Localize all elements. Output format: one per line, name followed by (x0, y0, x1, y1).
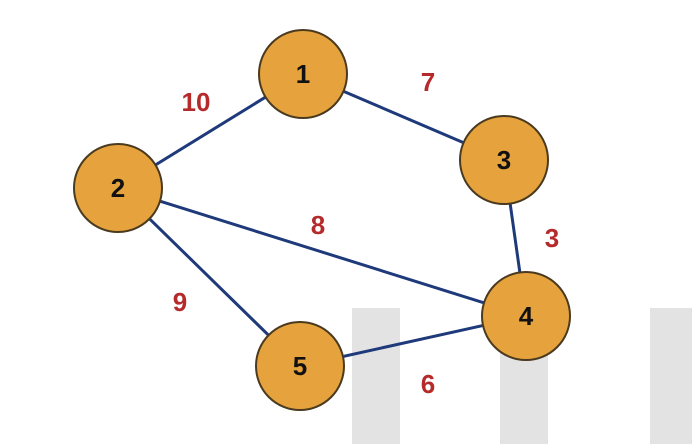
background-bar (352, 308, 400, 444)
node-label-3: 3 (497, 145, 511, 175)
node-label-2: 2 (111, 173, 125, 203)
background-bar (650, 308, 692, 444)
edge-2-4 (116, 186, 528, 318)
node-4: 4 (481, 271, 571, 361)
weights-layer: 10 7 8 3 9 6 (173, 67, 559, 399)
node-circle-2 (73, 143, 163, 233)
node-2: 2 (73, 143, 163, 233)
node-3: 3 (459, 115, 549, 205)
node-label-1: 1 (296, 59, 310, 89)
node-5: 5 (255, 321, 345, 411)
node-label-4: 4 (519, 301, 534, 331)
nodes-layer: 1 2 3 4 5 (73, 29, 571, 411)
node-1: 1 (258, 29, 348, 119)
node-circle-3 (459, 115, 549, 205)
edge-weight-5-4: 6 (421, 369, 435, 399)
node-circle-5 (255, 321, 345, 411)
node-label-5: 5 (293, 351, 307, 381)
node-circle-1 (258, 29, 348, 119)
edge-weight-1-3: 7 (421, 67, 435, 97)
edge-weight-3-4: 3 (545, 223, 559, 253)
node-circle-4 (481, 271, 571, 361)
edge-weight-2-5: 9 (173, 287, 187, 317)
edge-weight-2-4: 8 (311, 210, 325, 240)
edge-weight-2-1: 10 (182, 87, 211, 117)
